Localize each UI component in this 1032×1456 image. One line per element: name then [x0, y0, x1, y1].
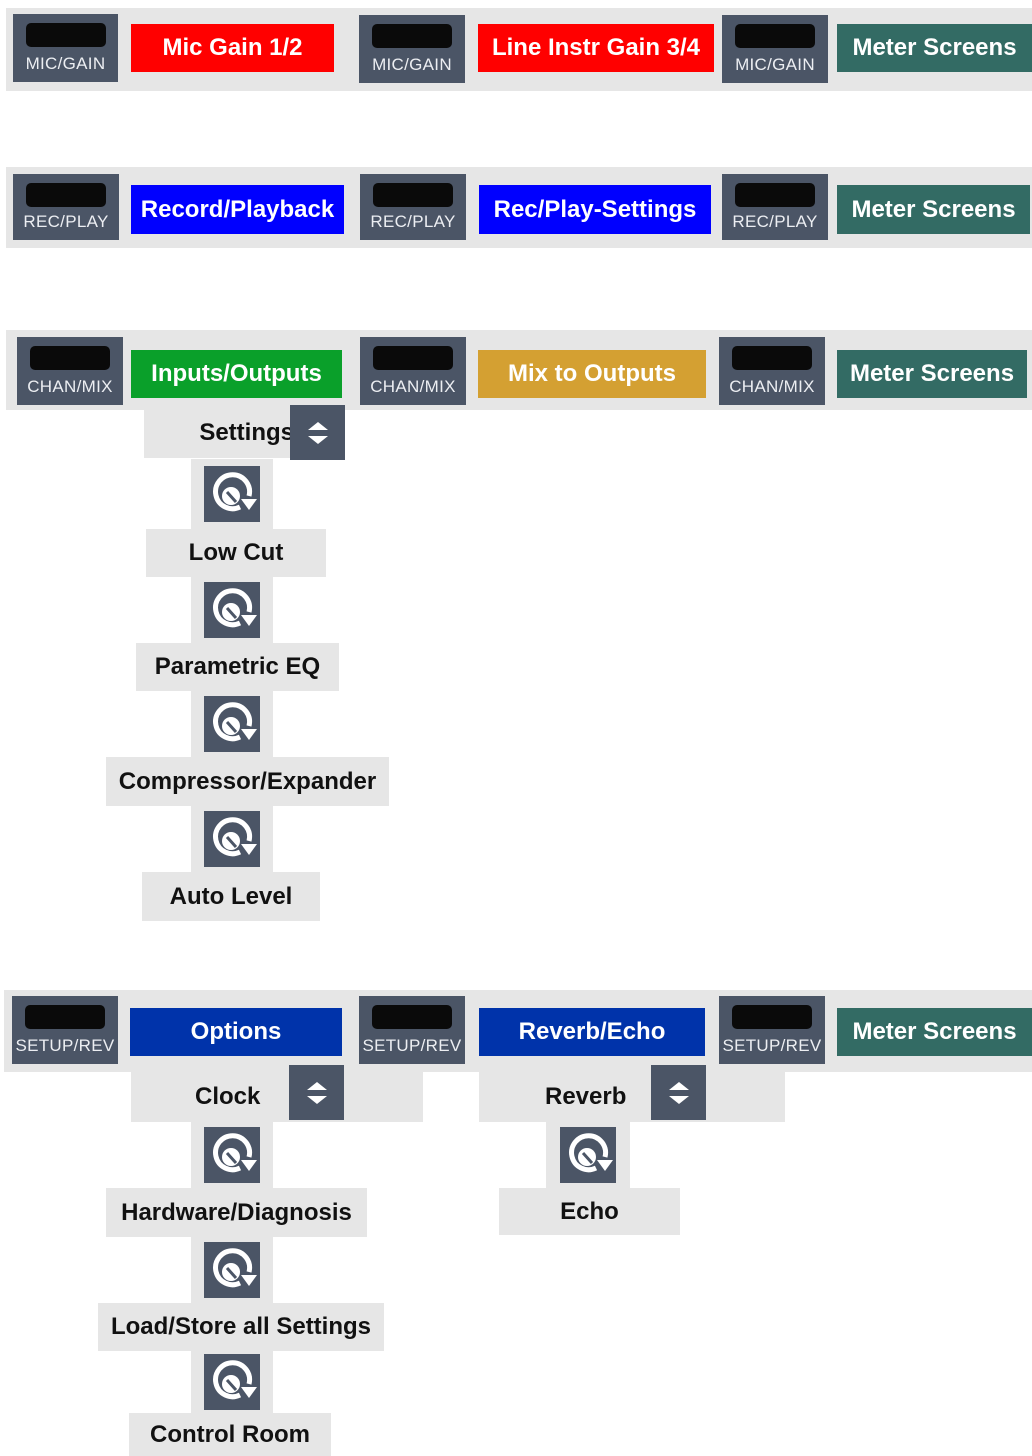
button-display-slot — [26, 183, 106, 207]
hardware-button-label: SETUP/REV — [722, 1036, 822, 1055]
button-display-slot — [25, 23, 106, 47]
screen-meter-screens[interactable]: Meter Screens — [837, 1008, 1032, 1056]
button-display-slot — [732, 1005, 812, 1029]
turn-knob-connector — [191, 691, 273, 757]
hardware-button-label: REC/PLAY — [732, 212, 818, 231]
hardware-button-label: MIC/GAIN — [25, 54, 106, 73]
button-display-slot — [30, 346, 110, 370]
hardware-button-label: SETUP/REV — [362, 1036, 462, 1055]
hardware-button-label: CHAN/MIX — [370, 377, 456, 396]
menu-item-echo[interactable]: Echo — [499, 1188, 680, 1235]
rotate-knob-icon — [560, 1127, 616, 1183]
screen-record-playback[interactable]: Record/Playback — [131, 185, 344, 234]
rotate-knob-icon — [204, 696, 260, 752]
hardware-button-label: CHAN/MIX — [729, 377, 815, 396]
menu-item-low-cut[interactable]: Low Cut — [146, 529, 326, 577]
turn-knob-connector — [546, 1122, 630, 1188]
rotate-knob-icon — [204, 811, 260, 867]
mic-gain-hardware-button[interactable]: MIC/GAIN — [722, 15, 828, 83]
rec-play-hardware-button[interactable]: REC/PLAY — [360, 174, 466, 240]
rotate-knob-icon — [204, 582, 260, 638]
mic-gain-hardware-button[interactable]: MIC/GAIN — [13, 14, 118, 82]
chan-mix-hardware-button[interactable]: CHAN/MIX — [719, 337, 825, 405]
rec-play-hardware-button[interactable]: REC/PLAY — [722, 174, 828, 240]
screen-line-instr-gain-3-4[interactable]: Line Instr Gain 3/4 — [478, 24, 714, 72]
screen-meter-screens[interactable]: Meter Screens — [837, 185, 1030, 234]
menu-item-auto-level[interactable]: Auto Level — [142, 872, 320, 921]
up-down-toggle-icon[interactable] — [651, 1065, 706, 1120]
button-display-slot — [372, 1005, 452, 1029]
menu-item-control-room[interactable]: Control Room — [129, 1413, 331, 1456]
menu-item-settings[interactable]: Settings — [144, 408, 306, 458]
button-display-slot — [373, 346, 453, 370]
rotate-knob-icon — [204, 1354, 260, 1410]
button-display-slot — [732, 346, 812, 370]
screen-mic-gain-1-2[interactable]: Mic Gain 1/2 — [131, 24, 334, 72]
chan-mix-hardware-button[interactable]: CHAN/MIX — [360, 337, 466, 405]
rotate-knob-icon — [204, 1127, 260, 1183]
button-display-slot — [25, 1005, 105, 1029]
screen-meter-screens[interactable]: Meter Screens — [837, 350, 1027, 398]
chan-mix-hardware-button[interactable]: CHAN/MIX — [17, 337, 123, 405]
setup-rev-hardware-button[interactable]: SETUP/REV — [12, 996, 118, 1064]
hardware-button-label: REC/PLAY — [23, 212, 109, 231]
button-display-slot — [372, 24, 452, 48]
up-down-toggle-icon[interactable] — [289, 1065, 344, 1120]
turn-knob-connector — [191, 1351, 273, 1413]
menu-item-compressor-expander[interactable]: Compressor/Expander — [106, 757, 389, 806]
setup-rev-hardware-button[interactable]: SETUP/REV — [719, 996, 825, 1064]
turn-knob-connector — [191, 806, 273, 872]
turn-knob-connector — [191, 1122, 273, 1188]
button-display-slot — [373, 183, 453, 207]
hardware-button-label: CHAN/MIX — [27, 377, 113, 396]
screen-mix-to-outputs[interactable]: Mix to Outputs — [478, 350, 706, 398]
hardware-button-label: REC/PLAY — [370, 212, 456, 231]
rec-play-hardware-button[interactable]: REC/PLAY — [13, 174, 119, 240]
menu-item-clock[interactable]: Clock — [131, 1072, 423, 1122]
menu-item-parametric-eq[interactable]: Parametric EQ — [136, 643, 339, 691]
menu-item-load-store-all-settings[interactable]: Load/Store all Settings — [98, 1303, 384, 1351]
mic-gain-hardware-button[interactable]: MIC/GAIN — [359, 15, 465, 83]
hardware-button-label: SETUP/REV — [15, 1036, 115, 1055]
setup-rev-hardware-button[interactable]: SETUP/REV — [359, 996, 465, 1064]
rotate-knob-icon — [204, 466, 260, 522]
turn-knob-connector — [191, 1237, 273, 1303]
menu-item-hardware-diagnosis[interactable]: Hardware/Diagnosis — [106, 1188, 367, 1237]
rotate-knob-icon — [204, 1242, 260, 1298]
screen-options[interactable]: Options — [130, 1008, 342, 1056]
menu-item-reverb[interactable]: Reverb — [479, 1072, 785, 1122]
screen-reverb-echo[interactable]: Reverb/Echo — [479, 1008, 705, 1056]
up-down-toggle-icon[interactable] — [290, 405, 345, 460]
screen-rec-play-settings[interactable]: Rec/Play-Settings — [479, 185, 711, 234]
turn-knob-connector — [191, 577, 273, 643]
screen-inputs-outputs[interactable]: Inputs/Outputs — [131, 350, 342, 398]
button-display-slot — [735, 24, 815, 48]
hardware-button-label: MIC/GAIN — [735, 55, 815, 74]
button-display-slot — [735, 183, 815, 207]
hardware-button-label: MIC/GAIN — [372, 55, 452, 74]
screen-meter-screens[interactable]: Meter Screens — [837, 24, 1032, 72]
turn-knob-connector — [191, 459, 273, 529]
